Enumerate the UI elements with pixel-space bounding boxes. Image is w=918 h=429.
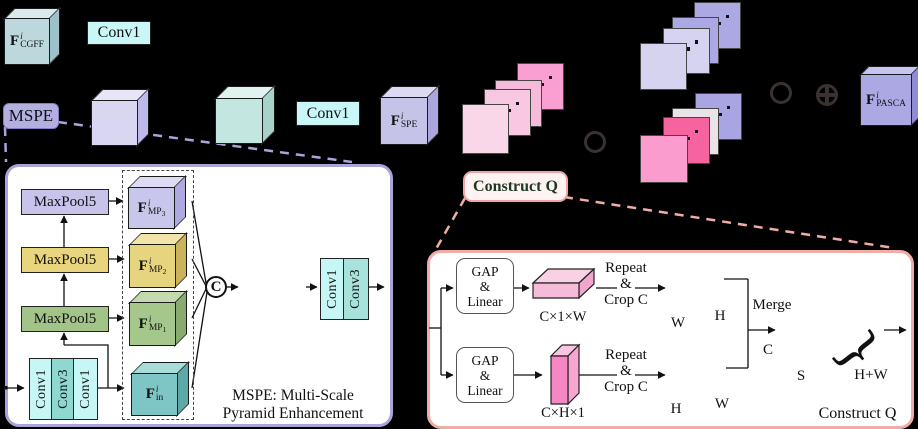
mspe-tag: MSPE bbox=[3, 103, 59, 129]
repeat-crop-label-top: Repeat&Crop C bbox=[604, 260, 648, 308]
conv1-strip: Conv1 bbox=[73, 358, 98, 420]
dim-label-c1w: C×1×W bbox=[539, 309, 587, 325]
circled-plus-icon bbox=[816, 84, 838, 106]
gap-linear-box-bottom: GAP&Linear bbox=[456, 347, 514, 403]
mspe-zoom-dashes bbox=[3, 120, 353, 164]
merge-label: Merge bbox=[752, 297, 792, 313]
h-label: H bbox=[670, 401, 682, 417]
maxpool5-box-2: MaxPool5 bbox=[21, 247, 109, 273]
h-label: H bbox=[714, 308, 726, 324]
conv1-label-mid: Conv1 bbox=[296, 101, 360, 126]
hw-label: H+W bbox=[854, 367, 888, 383]
mspe-caption: MSPE: Multi-Scale Pyramid Enhancement bbox=[222, 387, 364, 422]
construct-q-tag: Construct Q bbox=[463, 171, 568, 202]
maxpool5-box-1: MaxPool5 bbox=[21, 306, 109, 332]
repeat-crop-label-bottom: Repeat&Crop C bbox=[604, 347, 648, 395]
construct-q-caption: Construct Q bbox=[818, 405, 897, 422]
stack-square bbox=[462, 104, 509, 154]
concat-icon: C bbox=[205, 276, 227, 298]
c-label: C bbox=[762, 342, 773, 358]
circle-operator-icon bbox=[770, 82, 792, 104]
dim-label-ch1: C×H×1 bbox=[541, 405, 585, 421]
conv1-strip: Conv1 bbox=[29, 358, 54, 420]
w-label: W bbox=[714, 396, 730, 412]
s-label: S bbox=[796, 368, 806, 384]
stack-square bbox=[640, 135, 688, 183]
out-conv3-strip: Conv3 bbox=[343, 258, 369, 320]
circle-operator-icon bbox=[584, 131, 606, 153]
gap-linear-box-top: GAP&Linear bbox=[456, 258, 514, 314]
conv1-label-top: Conv1 bbox=[87, 21, 151, 45]
stack-square bbox=[640, 43, 687, 90]
w-label: W bbox=[670, 315, 686, 331]
maxpool5-box-3: MaxPool5 bbox=[21, 189, 109, 215]
construct-q-zoom-dashes bbox=[434, 195, 895, 250]
